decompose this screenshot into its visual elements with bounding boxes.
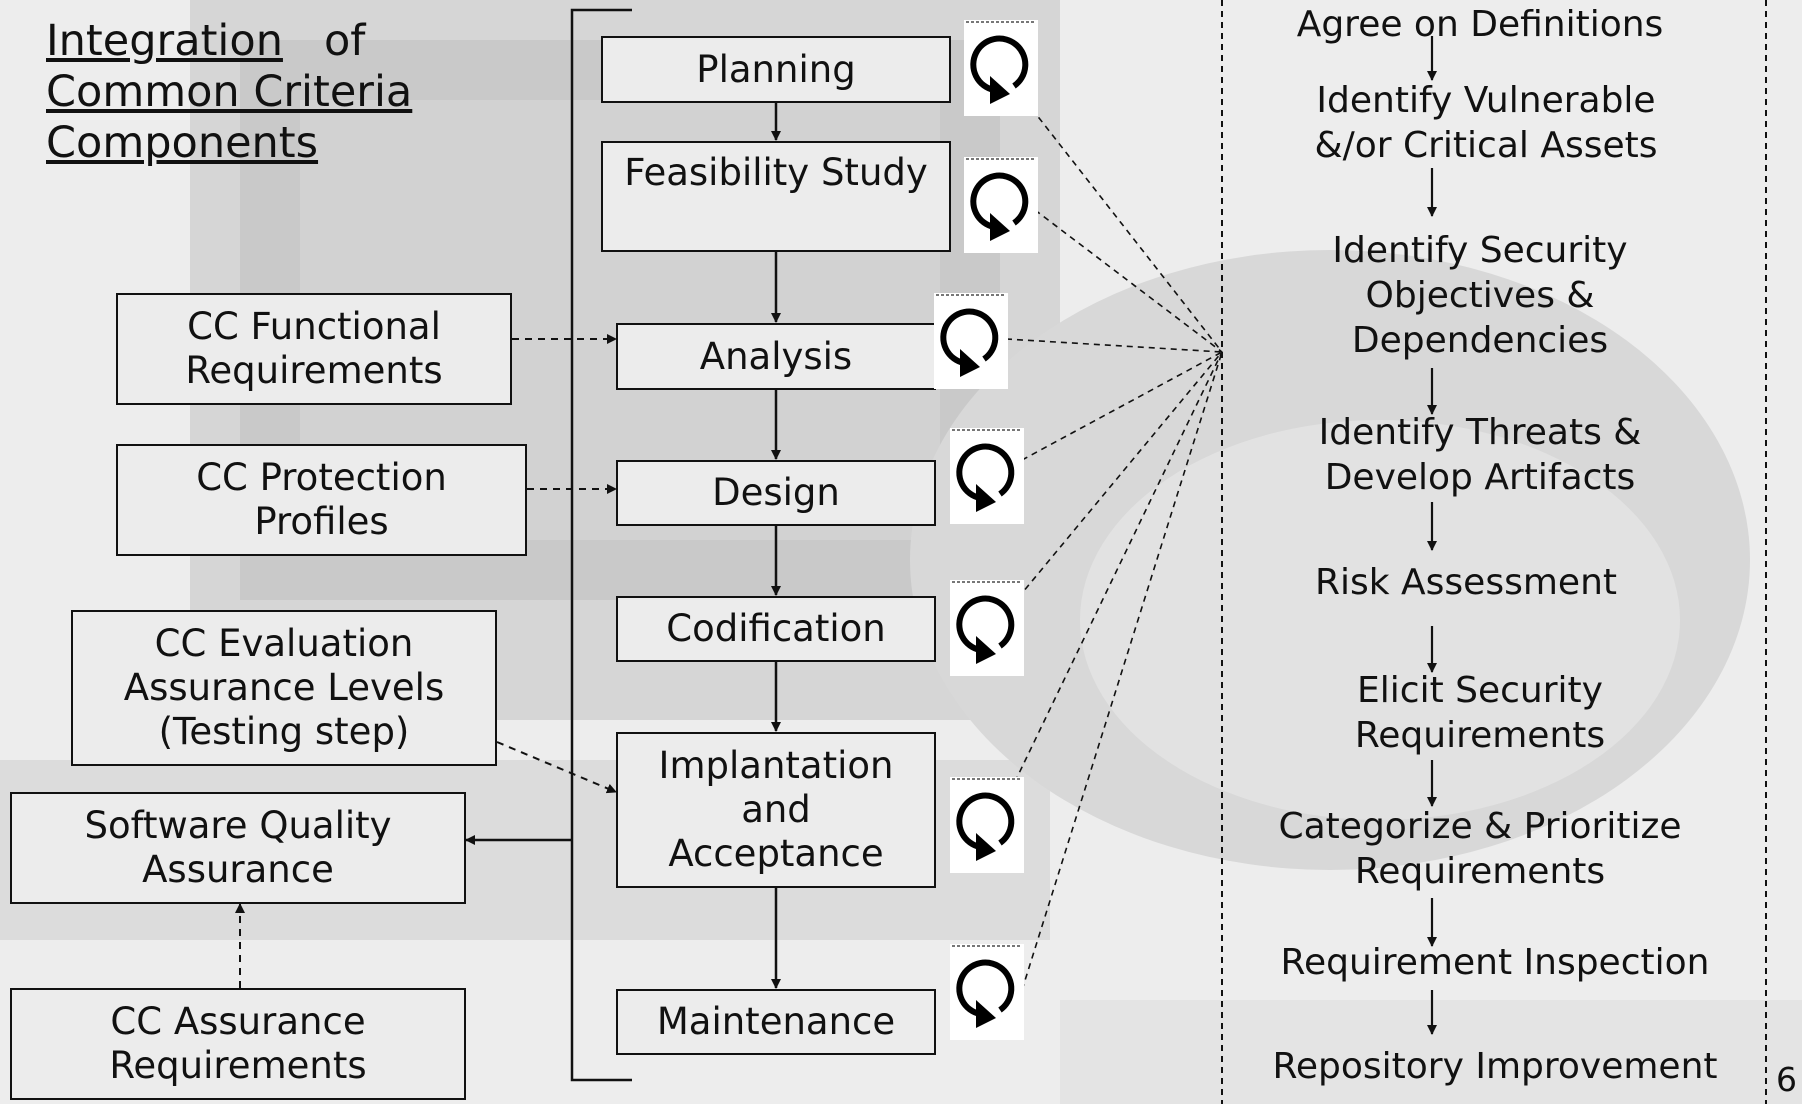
title-line3: Components [46, 118, 319, 168]
cc-protection-profiles: CC Protection Profiles [116, 444, 527, 556]
step-identify-security-objectives: Identify Security Objectives & Dependenc… [1332, 230, 1628, 361]
cc-assurance-requirements: CC Assurance Requirements [10, 988, 466, 1100]
circular-arrow-icon [964, 20, 1038, 116]
phase-analysis: Analysis [616, 323, 936, 390]
page-number: 6 [1776, 1060, 1797, 1099]
circular-arrow-icon [964, 157, 1038, 253]
title-integration: Integration [46, 16, 283, 66]
circular-arrow-icon [950, 428, 1024, 524]
software-quality-assurance: Software Quality Assurance [10, 792, 466, 904]
step-categorize-prioritize: Categorize & Prioritize Requirements [1278, 806, 1682, 892]
step-risk-assessment: Risk Assessment [1314, 562, 1617, 603]
circular-arrow-icon [950, 777, 1024, 873]
phase-codification: Codification [616, 596, 936, 662]
cc-evaluation-assurance-levels: CC Evaluation Assurance Levels (Testing … [71, 610, 497, 766]
step-identify-assets: Identify Vulnerable &/or Critical Assets [1314, 80, 1658, 166]
circular-arrow-icon [934, 293, 1008, 389]
phase-implantation-acceptance: Implantation and Acceptance [616, 732, 936, 888]
step-repository-improvement: Repository Improvement [1272, 1046, 1718, 1087]
step-requirement-inspection: Requirement Inspection [1280, 942, 1710, 983]
phase-design: Design [616, 460, 936, 526]
cc-functional-requirements: CC Functional Requirements [116, 293, 512, 405]
step-elicit-security-requirements: Elicit Security Requirements [1354, 670, 1606, 756]
circular-arrow-icon [950, 580, 1024, 676]
phase-maintenance: Maintenance [616, 989, 936, 1055]
step-identify-threats: Identify Threats & Develop Artifacts [1318, 412, 1642, 498]
phase-feasibility-study: Feasibility Study [601, 141, 951, 252]
title-of: of [323, 16, 366, 66]
diagram-title: Integration of Common Criteria Component… [46, 16, 412, 169]
phase-planning: Planning [601, 36, 951, 103]
circular-arrow-icon [950, 944, 1024, 1040]
title-line2: Common Criteria [46, 67, 413, 117]
step-agree-on-definitions: Agree on Definitions [1296, 4, 1664, 45]
